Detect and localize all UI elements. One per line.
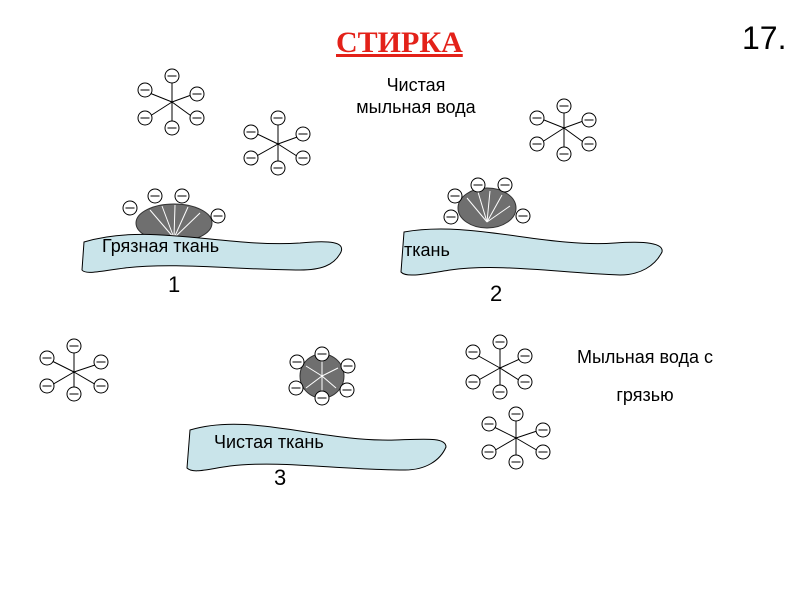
page-title: СТИРКА: [336, 26, 463, 59]
soap-micelle-2: [243, 110, 311, 176]
soap-micelle-5: [465, 334, 533, 400]
cloth-3: [186, 423, 447, 472]
dirt-blob-3: [299, 353, 345, 399]
label-dirty-cloth: Грязная ткань: [102, 236, 220, 256]
dirt-blob-1: [135, 203, 213, 243]
soap-micelle-6: [481, 406, 551, 470]
step-number-3: 3: [274, 465, 287, 490]
slide-number: 17.: [742, 20, 787, 56]
step-number-1: 1: [168, 272, 181, 297]
soap-micelle-4: [39, 338, 109, 402]
cloth-1: [81, 233, 343, 273]
label-soapy-water-with-dirt: Мыльная вода с грязью: [576, 347, 713, 405]
soap-micelle-1: [137, 68, 205, 136]
soap-micelle-3: [529, 98, 597, 162]
dirt-blob-2: [457, 187, 517, 229]
label-clean-cloth: Чистая ткань: [214, 432, 324, 452]
step-number-2: 2: [490, 281, 503, 306]
label-cloth: ткань: [404, 240, 450, 260]
label-clean-soapy-water: Чистая мыльная вода: [356, 75, 476, 117]
cloth-2: [400, 228, 663, 276]
